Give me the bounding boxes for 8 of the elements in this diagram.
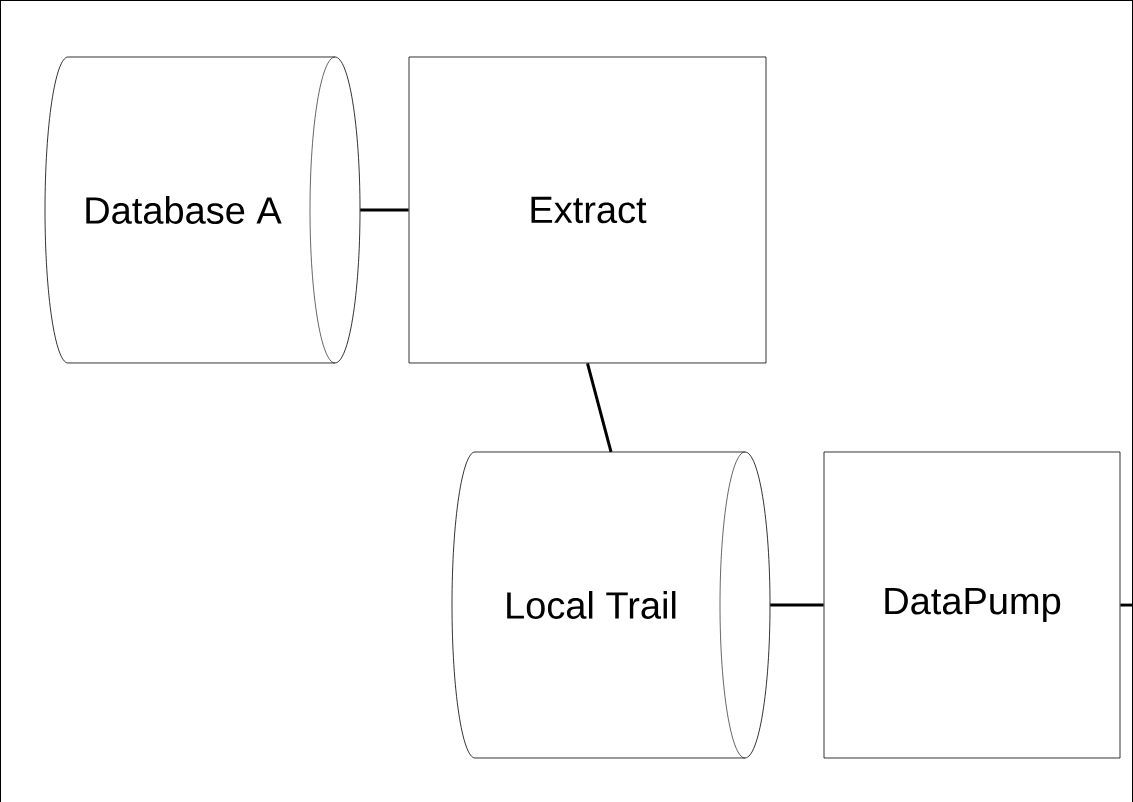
process-box: DataPump bbox=[823, 451, 1121, 759]
connector-line bbox=[1120, 603, 1133, 607]
connector-line bbox=[360, 208, 409, 212]
storage-cylinder: Database A bbox=[44, 56, 361, 364]
process-box: Extract bbox=[408, 56, 767, 364]
connector-line bbox=[770, 603, 824, 607]
storage-cylinder: Local Trail bbox=[451, 451, 771, 759]
connector-line bbox=[586, 363, 613, 453]
